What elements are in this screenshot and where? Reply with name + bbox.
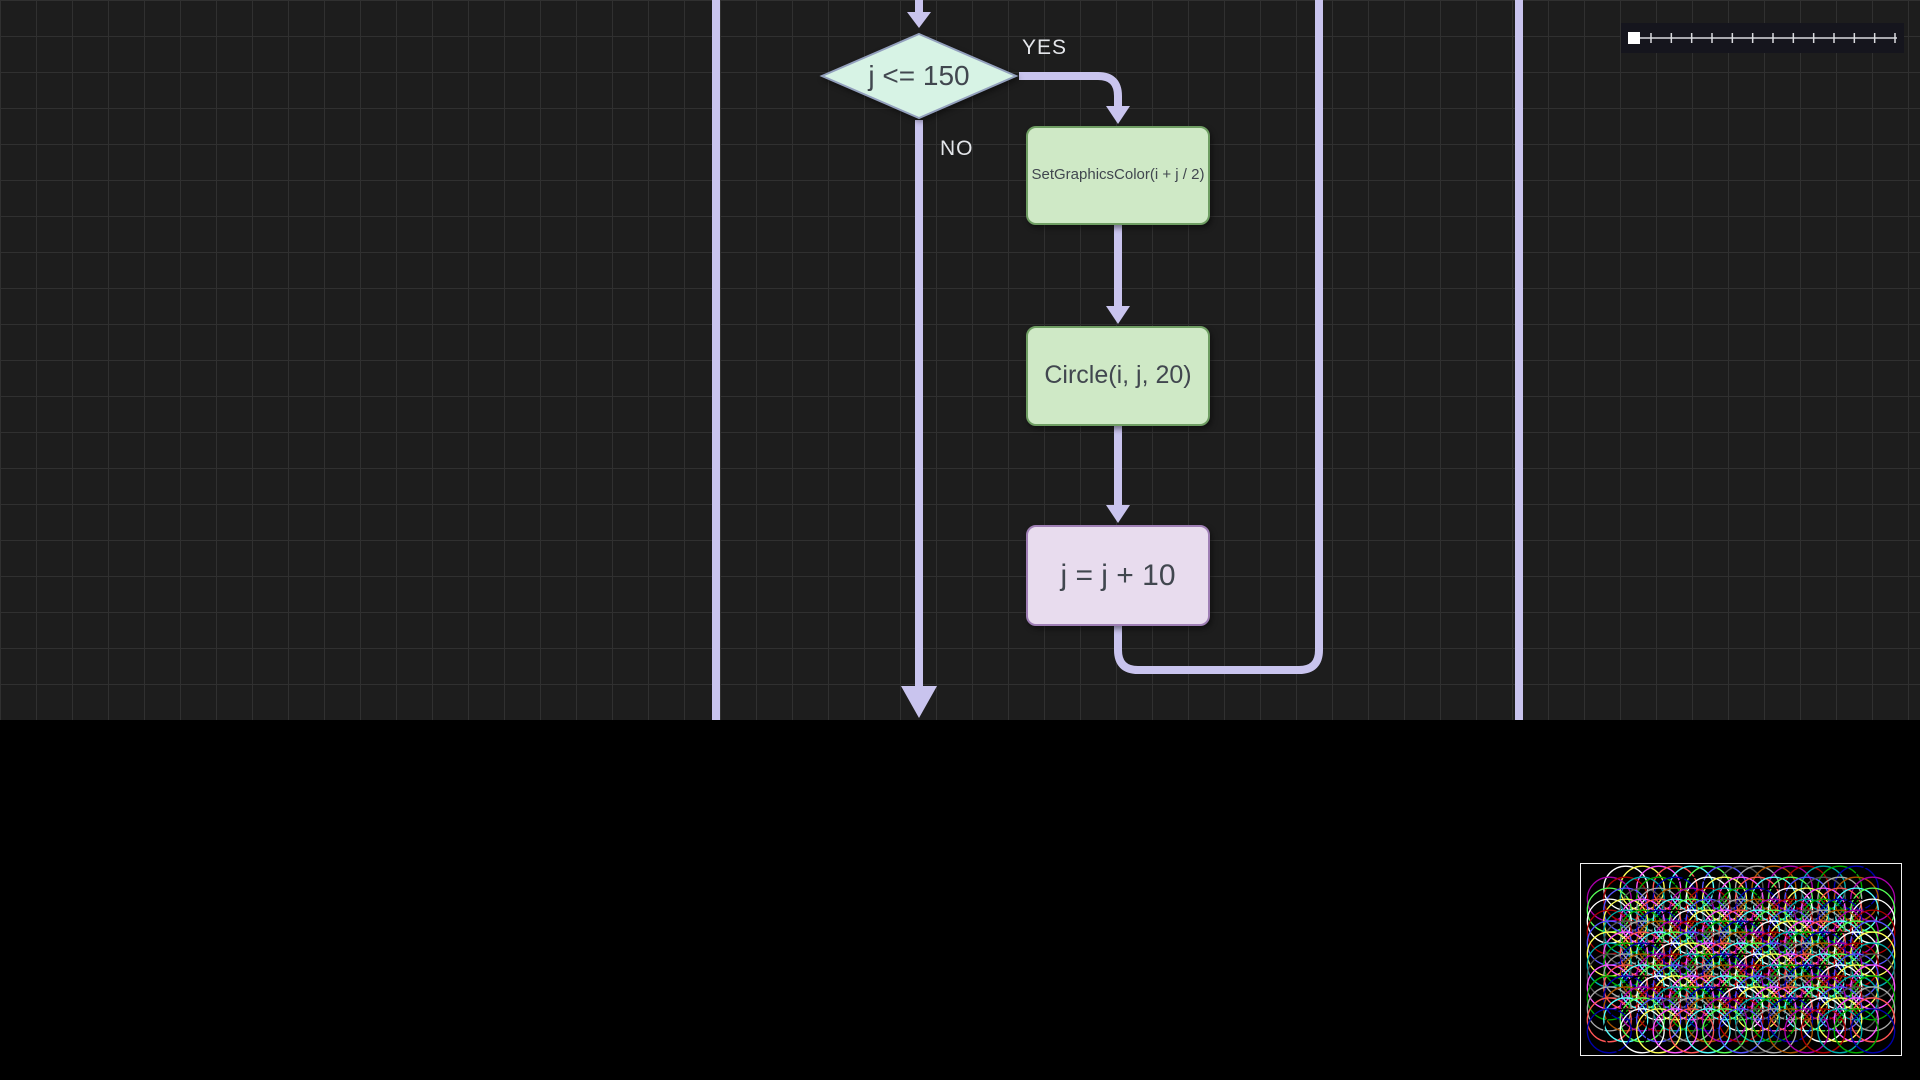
graphics-output-drawing xyxy=(1586,865,1896,1054)
arrowhead-to-assign xyxy=(1106,505,1130,523)
assignment-node[interactable]: j = j + 10 xyxy=(1026,525,1210,626)
output-circle xyxy=(1751,997,1797,1043)
call-node-circle[interactable]: Circle(i, j, 20) xyxy=(1026,326,1210,426)
arrowhead-entry xyxy=(907,12,931,28)
output-circle xyxy=(1586,997,1632,1043)
output-circle xyxy=(1718,975,1764,1021)
output-circle xyxy=(1784,986,1830,1032)
output-circle xyxy=(1701,1008,1748,1054)
output-circle xyxy=(1784,997,1830,1043)
output-circle xyxy=(1850,1008,1896,1054)
no-branch-label: NO xyxy=(940,137,974,160)
output-circle xyxy=(1603,975,1649,1021)
output-circle xyxy=(1701,997,1748,1043)
flowchart-canvas[interactable]: j <= 150 YES NO SetGraphicsColor(i + j /… xyxy=(0,0,1920,720)
output-circle xyxy=(1767,975,1814,1021)
output-circle xyxy=(1701,986,1748,1032)
assignment-node-label: j = j + 10 xyxy=(1060,559,1176,592)
output-circle xyxy=(1652,997,1698,1043)
arrowhead-to-circle xyxy=(1106,306,1130,324)
call-node-setgraphicscolor[interactable]: SetGraphicsColor(i + j / 2) xyxy=(1026,126,1210,225)
output-circle xyxy=(1685,986,1731,1032)
decision-diamond-shape xyxy=(819,32,1019,120)
output-circle xyxy=(1603,997,1649,1043)
output-circle xyxy=(1800,1008,1846,1054)
output-circle xyxy=(1603,986,1649,1032)
output-circle xyxy=(1833,975,1879,1021)
call-node-label: SetGraphicsColor(i + j / 2) xyxy=(1031,166,1205,184)
output-circle xyxy=(1800,975,1846,1021)
arrowhead-no-bottom xyxy=(901,686,937,718)
output-circle xyxy=(1619,986,1665,1032)
output-circle xyxy=(1800,997,1846,1043)
output-circle xyxy=(1636,997,1682,1043)
output-circle xyxy=(1833,1008,1879,1054)
arrowhead-yes xyxy=(1106,106,1130,124)
output-circle xyxy=(1718,986,1764,1032)
output-circle xyxy=(1850,997,1896,1043)
loop-back-line xyxy=(1114,0,1323,674)
output-circle xyxy=(1850,986,1896,1032)
output-circle xyxy=(1833,986,1879,1032)
output-circle xyxy=(1817,997,1863,1043)
slider-track xyxy=(1628,32,1897,44)
output-circle xyxy=(1817,986,1863,1032)
output-circle xyxy=(1619,1008,1665,1054)
output-circle xyxy=(1619,975,1665,1021)
output-circle xyxy=(1668,1008,1715,1054)
output-circle xyxy=(1833,997,1879,1043)
output-circle xyxy=(1668,986,1715,1032)
output-circle xyxy=(1718,1008,1764,1054)
output-circle xyxy=(1751,1008,1797,1054)
output-circle xyxy=(1850,975,1896,1021)
output-circle xyxy=(1586,1008,1632,1054)
yes-branch-line xyxy=(1019,72,1122,106)
slider-handle[interactable] xyxy=(1628,32,1640,44)
output-circle xyxy=(1668,997,1715,1043)
output-circle xyxy=(1784,975,1830,1021)
output-circle xyxy=(1636,975,1682,1021)
output-circle xyxy=(1751,986,1797,1032)
output-circle xyxy=(1734,975,1781,1021)
output-circle xyxy=(1751,975,1797,1021)
output-circle xyxy=(1603,1008,1649,1054)
call-node-label: Circle(i, j, 20) xyxy=(1044,361,1192,390)
flow-connectors xyxy=(712,0,1523,720)
output-circle xyxy=(1619,997,1665,1043)
output-circle xyxy=(1652,1008,1698,1054)
graphics-output-window xyxy=(1580,863,1902,1056)
output-circle xyxy=(1718,997,1764,1043)
output-circle xyxy=(1767,997,1814,1043)
output-circle xyxy=(1652,986,1698,1032)
output-circle xyxy=(1636,1008,1682,1054)
output-circle xyxy=(1636,986,1682,1032)
yes-branch-label: YES xyxy=(1022,36,1068,59)
output-circle xyxy=(1685,997,1731,1043)
output-circle xyxy=(1685,1008,1731,1054)
output-circle xyxy=(1586,975,1632,1021)
output-circle xyxy=(1668,975,1715,1021)
output-circle xyxy=(1734,986,1781,1032)
decision-node[interactable]: j <= 150 xyxy=(819,32,1019,120)
output-circle xyxy=(1734,1008,1781,1054)
speed-slider[interactable] xyxy=(1621,23,1904,53)
output-circle xyxy=(1817,1008,1863,1054)
output-circle xyxy=(1800,986,1846,1032)
output-circle xyxy=(1817,975,1863,1021)
output-circle xyxy=(1685,975,1731,1021)
decision-label: j <= 150 xyxy=(868,60,970,91)
output-circle xyxy=(1767,986,1814,1032)
output-circle xyxy=(1734,997,1781,1043)
output-circle xyxy=(1784,1008,1830,1054)
output-circle xyxy=(1652,975,1698,1021)
output-circle xyxy=(1767,1008,1814,1054)
output-circle xyxy=(1586,986,1632,1032)
output-circle xyxy=(1701,975,1748,1021)
